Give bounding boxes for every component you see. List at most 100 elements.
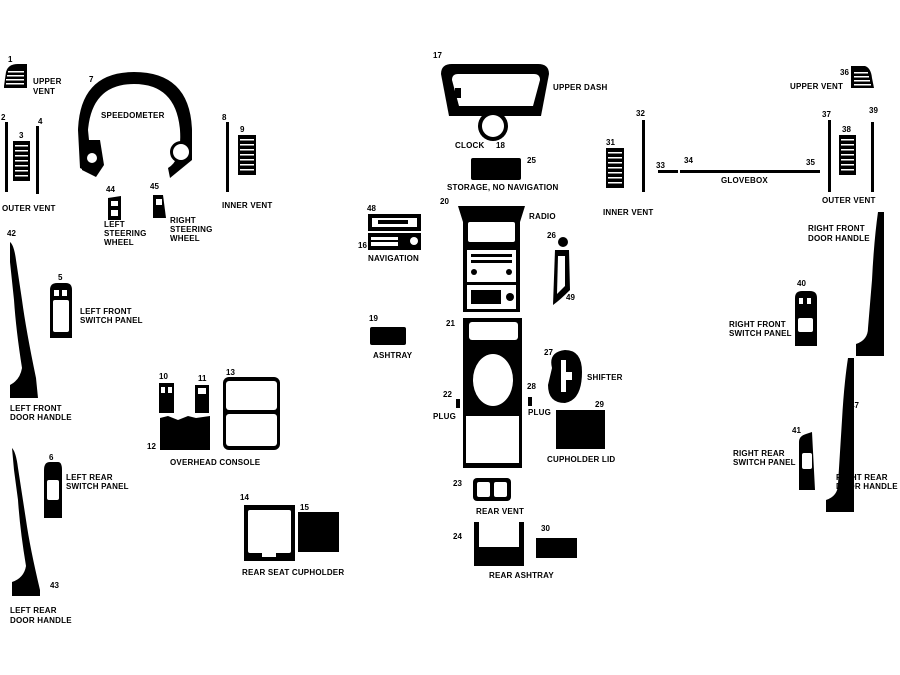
part-number-9: 9 [240,125,245,134]
part-number-17: 17 [433,51,442,60]
inner-vent-left-louver [238,135,256,175]
inner-vent-right-label: INNER VENT [603,208,653,217]
plug-left-part [456,399,460,408]
shifter-knob-part-26 [558,237,568,247]
left-front-door-handle-part [10,242,38,398]
shifter-part [548,350,582,403]
outer-vent-right-louver [839,135,856,175]
outer-vent-left-label: OUTER VENT [2,204,56,213]
plug-right-part [528,397,532,406]
part-number-15: 15 [300,503,309,512]
part-number-16: 16 [358,241,367,250]
part-number-37: 37 [822,110,831,119]
part-number-45: 45 [150,182,159,191]
right-rear-switch-panel-part [799,432,815,490]
upper-vent-right-part [851,66,874,88]
part-number-25: 25 [527,156,536,165]
glovebox-label: GLOVEBOX [721,176,768,185]
storage-no-navigation-label: STORAGE, NO NAVIGATION [447,183,559,192]
overhead-console-part-11 [195,385,209,413]
part-number-27: 27 [544,348,553,357]
part-number-40: 40 [797,279,806,288]
rear-vent-label: REAR VENT [476,507,524,516]
part-number-2: 2 [1,113,6,122]
left-rear-switch-panel-label-line2: SWITCH PANEL [66,482,129,491]
part-number-22: 22 [443,390,452,399]
right-rear-switch-panel-label-line2: SWITCH PANEL [733,458,796,467]
right-front-door-handle-label-line1: RIGHT FRONT [808,224,865,233]
ashtray-part [370,327,406,345]
speedometer-label: SPEEDOMETER [101,111,165,120]
cupholder-lid-part [556,410,605,449]
upper-vent-left-part [4,64,27,88]
rear-ashtray-part [474,522,524,566]
outer-vent-left-strip-a [5,122,8,192]
left-front-door-handle-label-line1: LEFT FRONT [10,404,62,413]
right-steering-wheel-part [153,195,166,218]
inner-vent-left-strip [226,122,229,192]
outer-vent-left-strip-b [36,126,39,194]
clock-label: CLOCK [455,141,484,150]
right-steering-wheel-label-line1: RIGHT [170,216,196,225]
part-number-30: 30 [541,524,550,533]
part-number-47: 47 [850,401,859,410]
part-number-7: 7 [89,75,94,84]
part-number-35: 35 [806,158,815,167]
right-steering-wheel-label-line3: WHEEL [170,234,200,243]
part-number-24: 24 [453,532,462,541]
rear-seat-cupholder-part-15 [298,512,339,552]
plug-left-label: PLUG [433,412,456,421]
part-number-32: 32 [636,109,645,118]
left-front-door-handle-label-line2: DOOR HANDLE [10,413,72,422]
left-rear-door-handle-label-line1: LEFT REAR [10,606,57,615]
part-number-39: 39 [869,106,878,115]
right-front-door-handle-label-line2: DOOR HANDLE [808,234,870,243]
outer-vent-right-strip-a [828,120,831,192]
part-number-26: 26 [547,231,556,240]
part-number-18: 18 [496,141,505,150]
part-number-49: 49 [566,293,575,302]
upper-dash-part [441,64,549,116]
overhead-console-part-12 [160,416,210,450]
part-number-8: 8 [222,113,227,122]
rear-ashtray-label: REAR ASHTRAY [489,571,554,580]
part-number-34: 34 [684,156,693,165]
part-number-41: 41 [792,426,801,435]
outer-vent-right-strip-b [871,122,874,192]
right-front-switch-panel-label-line2: SWITCH PANEL [729,329,792,338]
left-front-switch-panel-part [50,283,72,338]
navigation-part-48 [368,214,421,231]
radio-part [458,206,525,312]
upper-vent-left-label-line1: UPPER [33,77,62,86]
rear-seat-cupholder-part-14 [244,505,295,561]
navigation-part-16 [368,233,421,250]
part-number-21: 21 [446,319,455,328]
right-rear-switch-panel-label-line1: RIGHT REAR [733,449,785,458]
inner-vent-right-strip [642,120,645,192]
right-steering-wheel-label-line2: STEERING [170,225,213,234]
left-steering-wheel-label-line2: STEERING [104,229,147,238]
left-steering-wheel-label-line3: WHEEL [104,238,134,247]
outer-vent-left-louver [13,141,30,181]
left-rear-switch-panel-label-line1: LEFT REAR [66,473,113,482]
part-number-20: 20 [440,197,449,206]
storage-no-navigation-part [471,158,521,180]
part-number-33: 33 [656,161,665,170]
shifter-label: SHIFTER [587,373,623,382]
left-front-switch-panel-label-line2: SWITCH PANEL [80,316,143,325]
right-rear-door-handle-part [826,358,854,512]
left-rear-door-handle-label-line2: DOOR HANDLE [10,616,72,625]
radio-label: RADIO [529,212,556,221]
right-front-switch-panel-part [795,291,817,346]
cupholder-lid-label: CUPHOLDER LID [547,455,615,464]
part-number-6: 6 [49,453,54,462]
rear-ashtray-part-30 [536,538,577,558]
part-number-1: 1 [8,55,13,64]
part-number-5: 5 [58,273,63,282]
part-number-19: 19 [369,314,378,323]
navigation-label: NAVIGATION [368,254,419,263]
rear-vent-part [473,478,511,501]
upper-vent-right-label: UPPER VENT [790,82,843,91]
left-steering-wheel-part [108,196,121,220]
